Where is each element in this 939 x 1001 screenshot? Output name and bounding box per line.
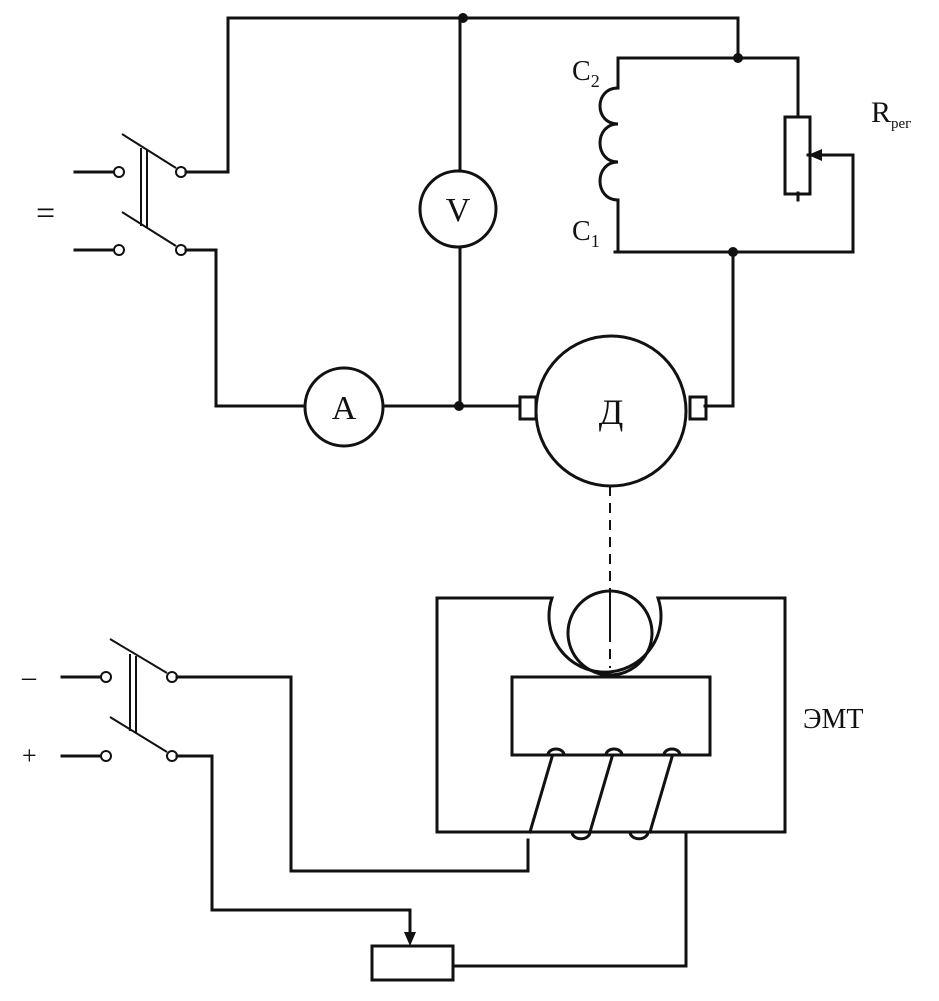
plus-label: +	[22, 741, 37, 770]
voltmeter-label: V	[446, 192, 471, 229]
coil-top-label: C2	[572, 56, 600, 91]
junction-node	[728, 247, 738, 257]
bottom-wiring	[175, 675, 688, 968]
brake-label: ЭМТ	[803, 704, 863, 735]
electromagnetic-brake	[435, 589, 787, 841]
junction-node	[454, 401, 464, 411]
junction-node	[733, 53, 743, 63]
ammeter	[303, 366, 385, 448]
brake-rheostat	[370, 932, 455, 982]
dc-supply-label: =	[36, 195, 55, 232]
voltmeter	[418, 169, 498, 249]
top-wiring	[184, 16, 855, 408]
bottom-double-switch	[60, 638, 178, 762]
rheostat-regulator	[783, 115, 822, 196]
junction-node	[458, 13, 468, 23]
field-coil	[598, 56, 620, 254]
rheostat-label: Rрег	[871, 96, 911, 132]
motor-label: Д	[599, 392, 624, 432]
coil-bottom-label: C1	[572, 216, 600, 251]
top-double-switch	[73, 133, 187, 256]
ammeter-label: A	[332, 390, 357, 427]
minus-label: –	[21, 662, 37, 693]
